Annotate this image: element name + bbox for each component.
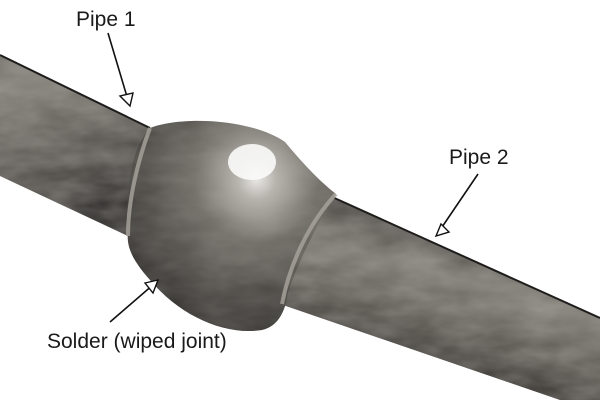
pipe2-arrow bbox=[436, 174, 478, 236]
pipe-1 bbox=[0, 55, 150, 236]
pipe1-arrow bbox=[108, 33, 133, 106]
solder-label: Solder (wiped joint) bbox=[47, 331, 227, 352]
pipe1-label: Pipe 1 bbox=[76, 9, 136, 30]
pipe2-label: Pipe 2 bbox=[449, 147, 509, 168]
solder-arrow bbox=[110, 280, 158, 322]
